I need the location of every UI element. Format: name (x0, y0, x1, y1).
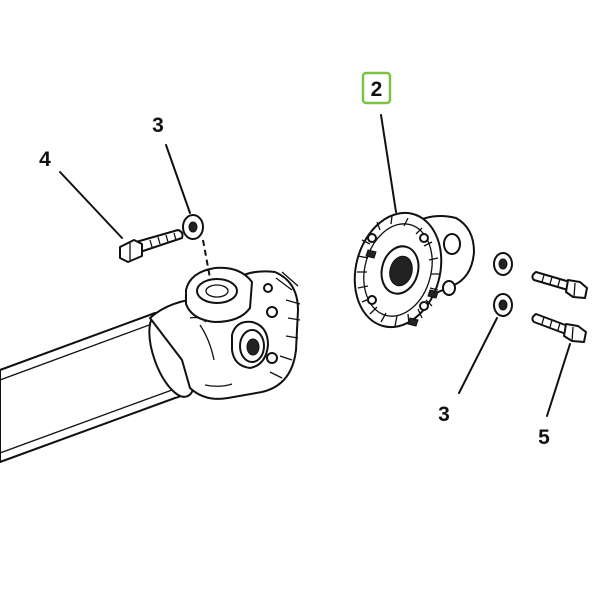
universal-joint-yoke (149, 266, 301, 400)
callout-3-lower: 3 (438, 403, 450, 426)
washer-part-3-upper (182, 214, 204, 240)
bolt-part-5-bottom (531, 313, 587, 343)
callout-2-highlight-box (361, 71, 392, 105)
bolt-part-5-top (531, 271, 588, 299)
callout-4: 4 (39, 148, 51, 171)
callout-5: 5 (538, 426, 550, 449)
callout-3-upper: 3 (152, 114, 164, 137)
flange-yoke-part-2 (353, 211, 475, 329)
leader-lines (59, 114, 571, 417)
callout-2: 2 (371, 78, 383, 101)
washer-part-3-right-top (493, 252, 513, 276)
bolt-part-4 (119, 229, 184, 263)
washer-part-3-right-bottom (493, 293, 513, 317)
assembly-line-upper (202, 239, 211, 279)
